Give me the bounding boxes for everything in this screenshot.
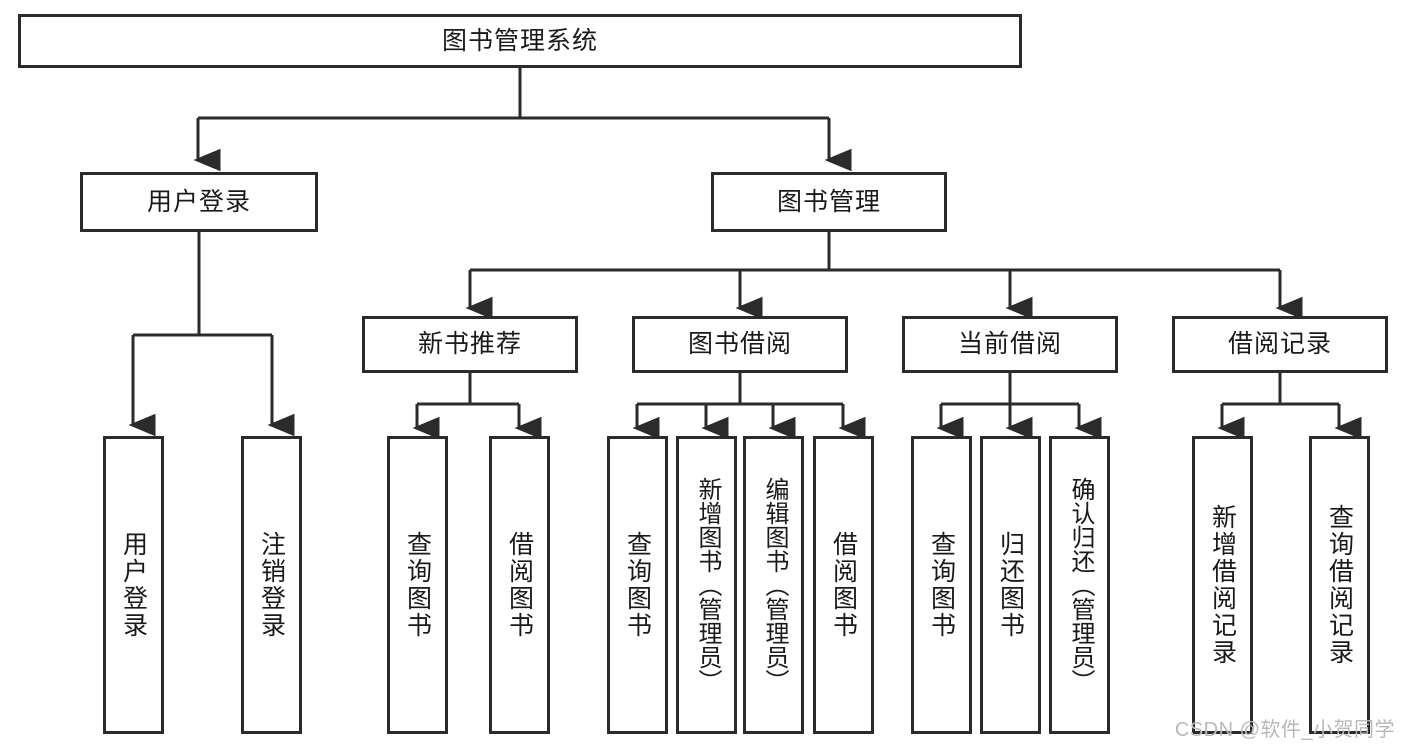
node-new-book-recommend-label: 新书推荐: [417, 330, 522, 359]
node-leaf-confirm-return-label: 确认归还（管理员）: [1066, 477, 1094, 693]
node-leaf-add-book[interactable]: 新增图书（管理员）: [676, 436, 737, 734]
node-leaf-borrow-book-1[interactable]: 借阅图书: [489, 436, 550, 734]
node-leaf-confirm-return[interactable]: 确认归还（管理员）: [1049, 436, 1110, 734]
node-book-manage-label: 图书管理: [776, 187, 881, 216]
node-leaf-user-login[interactable]: 用户登录: [103, 436, 164, 734]
node-leaf-borrow-book-1-label: 借阅图书: [505, 531, 534, 639]
node-leaf-edit-book[interactable]: 编辑图书（管理员）: [743, 436, 804, 734]
node-leaf-query-book-1[interactable]: 查询图书: [387, 436, 448, 734]
node-new-book-recommend[interactable]: 新书推荐: [362, 316, 578, 373]
node-leaf-user-logout[interactable]: 注销登录: [241, 436, 302, 734]
node-leaf-query-book-2[interactable]: 查询图书: [607, 436, 668, 734]
node-user-login[interactable]: 用户登录: [80, 172, 318, 232]
node-book-borrow[interactable]: 图书借阅: [632, 316, 848, 373]
node-current-borrow-label: 当前借阅: [957, 330, 1062, 359]
node-current-borrow[interactable]: 当前借阅: [902, 316, 1118, 373]
node-leaf-query-book-3[interactable]: 查询图书: [911, 436, 972, 734]
node-user-login-label: 用户登录: [146, 187, 251, 216]
node-borrow-record-label: 借阅记录: [1227, 330, 1332, 359]
node-leaf-add-book-label: 新增图书（管理员）: [693, 477, 721, 693]
node-leaf-add-borrow-record-label: 新增借阅记录: [1208, 504, 1237, 666]
node-leaf-return-book-label: 归还图书: [996, 531, 1025, 639]
node-borrow-record[interactable]: 借阅记录: [1172, 316, 1388, 373]
node-leaf-borrow-book-2-label: 借阅图书: [829, 531, 858, 639]
node-leaf-user-logout-label: 注销登录: [257, 531, 286, 639]
node-leaf-borrow-book-2[interactable]: 借阅图书: [813, 436, 874, 734]
node-book-manage[interactable]: 图书管理: [711, 172, 947, 232]
node-leaf-query-book-2-label: 查询图书: [623, 531, 652, 639]
node-root-label: 图书管理系统: [441, 26, 598, 55]
node-leaf-user-login-label: 用户登录: [119, 531, 148, 639]
node-leaf-query-book-3-label: 查询图书: [927, 531, 956, 639]
node-book-borrow-label: 图书借阅: [687, 330, 792, 359]
node-leaf-query-borrow-record[interactable]: 查询借阅记录: [1309, 436, 1370, 734]
node-leaf-add-borrow-record[interactable]: 新增借阅记录: [1192, 436, 1253, 734]
node-leaf-query-borrow-record-label: 查询借阅记录: [1325, 504, 1354, 666]
node-leaf-query-book-1-label: 查询图书: [403, 531, 432, 639]
node-leaf-return-book[interactable]: 归还图书: [980, 436, 1041, 734]
node-root[interactable]: 图书管理系统: [18, 14, 1022, 68]
node-leaf-edit-book-label: 编辑图书（管理员）: [760, 477, 788, 693]
connectors: [128, 68, 1362, 440]
